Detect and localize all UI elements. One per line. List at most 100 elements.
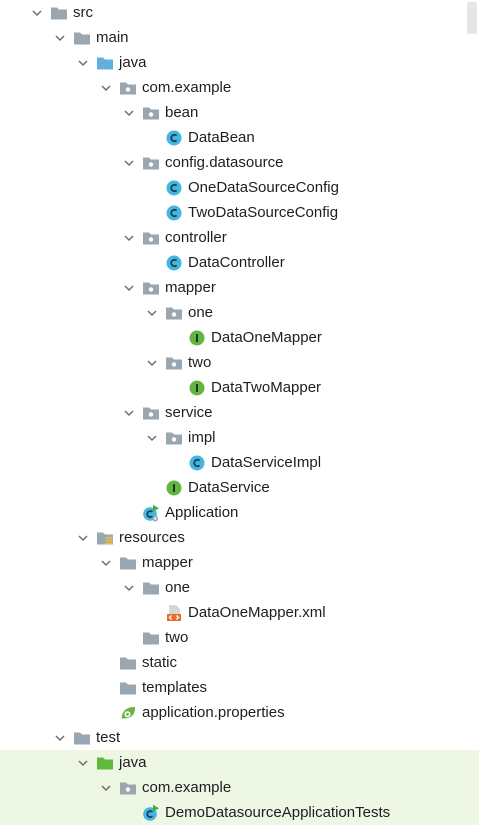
tree-item[interactable]: DataOneMapper bbox=[0, 325, 479, 350]
class-icon bbox=[165, 179, 183, 197]
tree-item[interactable]: com.example bbox=[0, 775, 479, 800]
source-folder-icon bbox=[96, 54, 114, 72]
tree-item[interactable]: controller bbox=[0, 225, 479, 250]
chevron-down-icon[interactable] bbox=[120, 400, 138, 425]
package-icon bbox=[142, 154, 160, 172]
folder-icon bbox=[50, 4, 68, 22]
tree-item[interactable]: java bbox=[0, 750, 479, 775]
tree-item[interactable]: main bbox=[0, 25, 479, 50]
class-icon bbox=[165, 254, 183, 272]
tree-item[interactable]: com.example bbox=[0, 75, 479, 100]
tree-item[interactable]: impl bbox=[0, 425, 479, 450]
tree-item-label: service bbox=[165, 404, 213, 421]
tree-item[interactable]: application.properties bbox=[0, 700, 479, 725]
tree-item[interactable]: config.datasource bbox=[0, 150, 479, 175]
package-icon bbox=[142, 404, 160, 422]
tree-item-label: src bbox=[73, 4, 93, 21]
interface-icon bbox=[188, 379, 206, 397]
tree-item[interactable]: static bbox=[0, 650, 479, 675]
test-class-icon bbox=[142, 804, 160, 822]
chevron-down-icon[interactable] bbox=[51, 725, 69, 750]
chevron-down-icon[interactable] bbox=[51, 25, 69, 50]
chevron-down-icon[interactable] bbox=[120, 225, 138, 250]
tree-item[interactable]: two bbox=[0, 350, 479, 375]
chevron-down-icon[interactable] bbox=[74, 525, 92, 550]
tree-item-label: config.datasource bbox=[165, 154, 284, 171]
resources-folder-icon bbox=[96, 529, 114, 547]
tree-item[interactable]: test bbox=[0, 725, 479, 750]
tree-item-label: DataController bbox=[188, 254, 285, 271]
class-icon bbox=[165, 129, 183, 147]
tree-item[interactable]: one bbox=[0, 300, 479, 325]
chevron-down-icon[interactable] bbox=[97, 550, 115, 575]
tree-item-label: controller bbox=[165, 229, 227, 246]
tree-item[interactable]: one bbox=[0, 575, 479, 600]
package-icon bbox=[165, 354, 183, 372]
tree-item-label: impl bbox=[188, 429, 216, 446]
tree-item-label: Application bbox=[165, 504, 239, 521]
chevron-down-icon[interactable] bbox=[120, 150, 138, 175]
tree-item[interactable]: resources bbox=[0, 525, 479, 550]
tree-item[interactable]: java bbox=[0, 50, 479, 75]
tree-item[interactable]: TwoDataSourceConfig bbox=[0, 200, 479, 225]
folder-icon bbox=[119, 654, 137, 672]
chevron-down-icon[interactable] bbox=[143, 300, 161, 325]
chevron-down-icon[interactable] bbox=[74, 50, 92, 75]
folder-icon bbox=[73, 29, 91, 47]
chevron-down-icon[interactable] bbox=[120, 275, 138, 300]
tree-item-label: DataOneMapper.xml bbox=[188, 604, 326, 621]
chevron-down-icon[interactable] bbox=[143, 425, 161, 450]
folder-icon bbox=[119, 679, 137, 697]
chevron-down-icon[interactable] bbox=[28, 0, 46, 25]
tree-item-label: templates bbox=[142, 679, 208, 696]
interface-icon bbox=[188, 329, 206, 347]
chevron-down-icon[interactable] bbox=[97, 775, 115, 800]
tree-item[interactable]: DataTwoMapper bbox=[0, 375, 479, 400]
tree-item-label: com.example bbox=[142, 779, 232, 796]
vertical-scrollbar[interactable] bbox=[467, 2, 477, 34]
tree-item-label: one bbox=[188, 304, 214, 321]
tree-item[interactable]: mapper bbox=[0, 275, 479, 300]
interface-icon bbox=[165, 479, 183, 497]
tree-item[interactable]: DataBean bbox=[0, 125, 479, 150]
tree-item-label: com.example bbox=[142, 79, 232, 96]
tree-item[interactable]: templates bbox=[0, 675, 479, 700]
tree-item-label: application.properties bbox=[142, 704, 285, 721]
tree-item-label: DataBean bbox=[188, 129, 255, 146]
chevron-down-icon[interactable] bbox=[97, 75, 115, 100]
tree-item[interactable]: OneDataSourceConfig bbox=[0, 175, 479, 200]
folder-icon bbox=[142, 629, 160, 647]
tree-item[interactable]: DataService bbox=[0, 475, 479, 500]
folder-icon bbox=[73, 729, 91, 747]
package-icon bbox=[142, 229, 160, 247]
tree-item-label: OneDataSourceConfig bbox=[188, 179, 339, 196]
chevron-down-icon[interactable] bbox=[120, 100, 138, 125]
tree-item[interactable]: Application bbox=[0, 500, 479, 525]
tree-item[interactable]: bean bbox=[0, 100, 479, 125]
tree-item[interactable]: DataController bbox=[0, 250, 479, 275]
package-icon bbox=[165, 429, 183, 447]
chevron-down-icon[interactable] bbox=[143, 350, 161, 375]
tree-item-label: main bbox=[96, 29, 129, 46]
spring-boot-application-icon bbox=[142, 504, 160, 522]
tree-item[interactable]: mapper bbox=[0, 550, 479, 575]
tree-item[interactable]: src bbox=[0, 0, 479, 25]
chevron-down-icon[interactable] bbox=[120, 575, 138, 600]
chevron-down-icon[interactable] bbox=[74, 750, 92, 775]
tree-item-label: test bbox=[96, 729, 121, 746]
tree-item-label: resources bbox=[119, 529, 185, 546]
tree-item[interactable]: two bbox=[0, 625, 479, 650]
tree-item[interactable]: service bbox=[0, 400, 479, 425]
tree-item-label: TwoDataSourceConfig bbox=[188, 204, 339, 221]
tree-item[interactable]: DataServiceImpl bbox=[0, 450, 479, 475]
tree-item[interactable]: DemoDatasourceApplicationTests bbox=[0, 800, 479, 825]
package-icon bbox=[119, 79, 137, 97]
tree-item-label: static bbox=[142, 654, 178, 671]
class-icon bbox=[188, 454, 206, 472]
tree-item[interactable]: DataOneMapper.xml bbox=[0, 600, 479, 625]
tree-item-label: java bbox=[119, 54, 147, 71]
tree-item-label: DataTwoMapper bbox=[211, 379, 322, 396]
properties-file-icon bbox=[119, 704, 137, 722]
tree-item-label: mapper bbox=[165, 279, 216, 296]
